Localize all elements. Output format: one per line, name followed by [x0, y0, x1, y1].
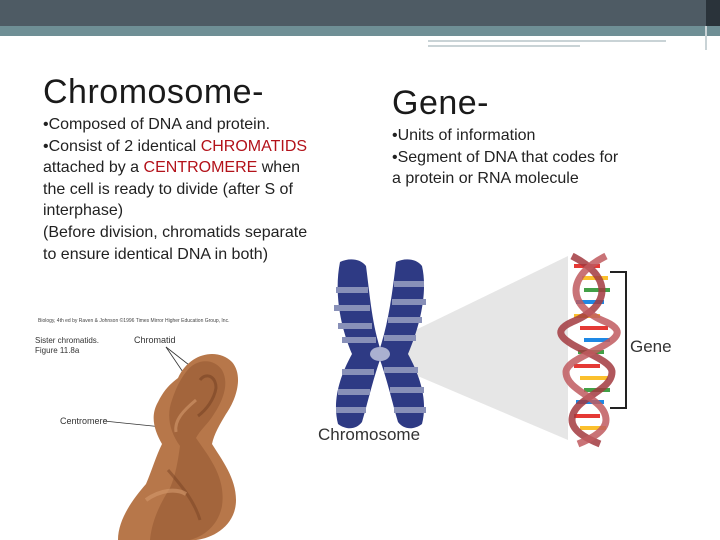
chromosome-micrograph-figure: Biology, 4th ed by Raven & Johnson ©1996… — [35, 317, 239, 540]
chromosome-label: Chromosome — [318, 425, 420, 444]
bullet-composition: •Composed of DNA and protein. — [43, 116, 271, 133]
sister-chromatids-caption: Sister chromatids. — [35, 336, 99, 345]
chromosome-title: Chromosome- — [43, 73, 264, 111]
term-centromere: CENTROMERE — [143, 159, 258, 177]
text-segment: when the cell is ready to divide (after … — [43, 159, 300, 220]
chromosome-dna-diagram: Chromosome Gene — [318, 248, 713, 448]
dna-strand — [557, 252, 616, 448]
text-segment: •Consist of 2 identical — [43, 137, 201, 155]
header-rule-short — [428, 45, 580, 47]
text-segment: attached by a — [43, 159, 144, 177]
figure-credit: Biology, 4th ed by Raven & Johnson ©1996… — [38, 317, 229, 324]
chromosome-illustration — [334, 259, 426, 429]
note-division: (Before division, chromatids separate to… — [43, 223, 308, 263]
gene-title: Gene- — [392, 84, 489, 122]
dna-helix — [557, 252, 621, 448]
dna-strand — [562, 252, 621, 448]
gene-description: •Units of information •Segment of DNA th… — [392, 125, 627, 190]
header-band — [0, 26, 720, 36]
bullet-chromatids: •Consist of 2 identical CHROMATIDS attac… — [43, 136, 318, 222]
chromosome-centromere — [370, 347, 390, 361]
header-rule — [428, 40, 666, 42]
term-chromatids: CHROMATIDS — [200, 137, 308, 155]
gene-bracket — [610, 271, 627, 409]
chromatid-label: Chromatid — [134, 335, 176, 345]
zoom-wedge — [366, 256, 568, 440]
gene-label: Gene — [630, 337, 672, 356]
chromosome-band — [384, 281, 426, 413]
bullet-units: •Units of information — [392, 127, 536, 144]
header-corner — [706, 0, 720, 26]
header-rule-vertical — [705, 26, 707, 50]
centromere-label: Centromere — [60, 416, 108, 426]
header-bar — [0, 0, 720, 26]
chromosome-band — [334, 287, 376, 413]
micrograph-image — [118, 354, 239, 540]
figure-number-caption: Figure 11.8a — [35, 346, 80, 355]
chromosome-description: •Composed of DNA and protein. •Consist o… — [43, 114, 318, 265]
bullet-segment: •Segment of DNA that codes for a protein… — [392, 148, 619, 188]
